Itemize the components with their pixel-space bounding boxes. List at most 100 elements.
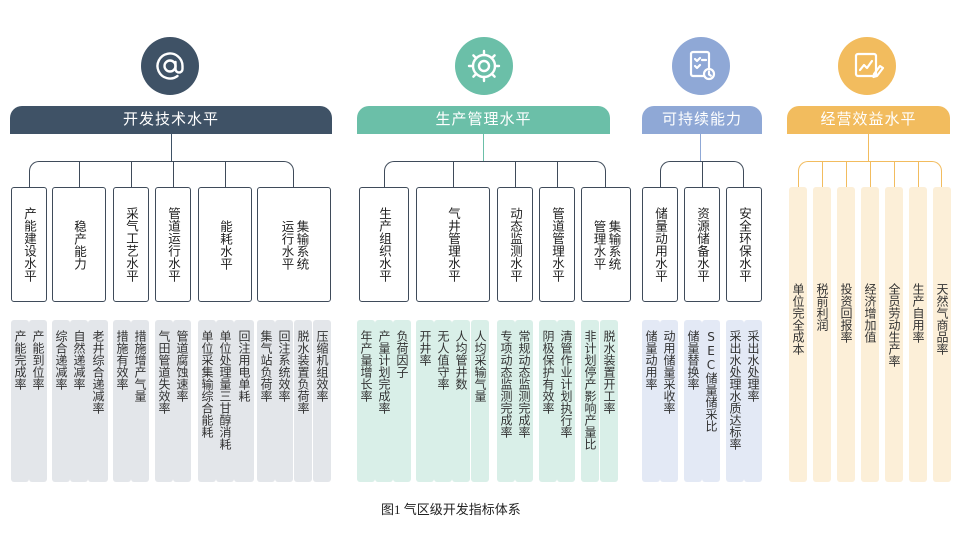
metric-strip: 投资回报率 xyxy=(837,187,855,482)
connector-drop xyxy=(225,162,226,187)
sub-label: 气井管理水平 xyxy=(446,207,461,282)
metric-label: 人均采输气量 xyxy=(473,330,487,402)
sub-box: 储量动用水平 xyxy=(642,187,678,302)
sub-label: 储量动用水平 xyxy=(653,207,668,282)
metric-strip: 管道腐蚀速率 xyxy=(173,320,191,482)
sub-label: 生产组织水平 xyxy=(377,207,392,282)
connector-branch-dev xyxy=(29,161,294,187)
metric-label: 非计划停产影响产量比 xyxy=(583,330,597,450)
sub-box: 管道管理水平 xyxy=(539,187,575,302)
connector-drop xyxy=(173,162,174,187)
metric-label: 无人值守率 xyxy=(436,330,450,390)
connector-branch-prod xyxy=(384,161,606,187)
connector-drop xyxy=(557,162,558,187)
sub-label: 管道管理水平 xyxy=(550,207,565,282)
metric-label: 人均管井数 xyxy=(454,330,468,390)
metric-strip: 压缩机组效率 xyxy=(313,320,331,482)
metric-strip: 经济增加值 xyxy=(861,187,879,482)
metric-strip: 单位采集输综合能耗 xyxy=(198,320,216,482)
sub-label: 资源储备水平 xyxy=(695,207,710,282)
metric-label: 脱水装置开工率 xyxy=(602,330,616,414)
metric-label: 负荷因子 xyxy=(395,330,409,378)
metric-strip: 非计划停产影响产量比 xyxy=(581,320,599,482)
metric-label: 专项动态监测完成率 xyxy=(499,330,513,438)
sub-label: 运行水平 xyxy=(279,219,295,270)
sub-box: 管理水平集输系统 xyxy=(581,187,631,302)
sub-label: 集输系统 xyxy=(294,219,310,270)
sub-label: 稳产能力 xyxy=(72,219,87,270)
metric-label: 老井综合递减率 xyxy=(91,330,105,414)
sub-box: 运行水平集输系统 xyxy=(257,187,331,302)
metric-label: 产量计划完成率 xyxy=(377,330,391,414)
sub-box: 气井管理水平 xyxy=(416,187,490,302)
metric-label: 经济增加值 xyxy=(863,283,877,343)
metric-strip: 阴极保护有效率 xyxy=(539,320,557,482)
connector-drop xyxy=(822,162,823,187)
connector-stem-prod xyxy=(483,134,484,162)
connector-branch-sus xyxy=(660,161,744,187)
metric-label: 措施有效率 xyxy=(115,330,129,390)
sub-label: 管理水平 xyxy=(591,219,607,270)
connector-stem-biz xyxy=(868,134,869,162)
sub-label: 管道运行水平 xyxy=(166,207,181,282)
figure-caption: 图1 气区级开发指标体系 xyxy=(381,502,521,517)
metric-label: 回注系统效率 xyxy=(277,330,291,402)
header-dev: 开发技术水平 xyxy=(10,106,332,134)
metric-strip: 回注用电单耗 xyxy=(234,320,254,482)
sub-box: 生产组织水平 xyxy=(359,187,409,302)
connector-drop xyxy=(131,162,132,187)
connector-drop xyxy=(870,162,871,187)
sub-label: 采气工艺水平 xyxy=(124,207,139,282)
metric-strip: 储量替换率 xyxy=(684,320,702,482)
metric-label: 常规动态监测完成率 xyxy=(517,330,531,438)
metric-strip: 气田管道失效率 xyxy=(155,320,173,482)
metric-label: 单位完全成本 xyxy=(791,283,805,355)
metric-strip: 储量动用率 xyxy=(642,320,660,482)
connector-drop xyxy=(515,162,516,187)
metric-label: 措施增产气量 xyxy=(133,330,147,402)
metric-label: 天然气商品率 xyxy=(935,283,949,355)
metric-strip: 老井综合递减率 xyxy=(88,320,108,482)
metric-strip: 措施有效率 xyxy=(113,320,131,482)
metric-label: 脱水装置负荷率 xyxy=(296,330,310,414)
metric-strip: 天然气商品率 xyxy=(933,187,951,482)
metric-strip: 清管作业计划执行率 xyxy=(557,320,575,482)
metric-label: 阴极保护有效率 xyxy=(541,330,555,414)
metric-label: 集气站负荷率 xyxy=(259,330,273,402)
metric-strip: 脱水装置负荷率 xyxy=(294,320,312,482)
metric-strip: 全员劳动生产率 xyxy=(885,187,903,482)
metric-label: 产能完成率 xyxy=(13,330,27,390)
connector-drop xyxy=(79,162,80,187)
metric-strip: 无人值守率 xyxy=(434,320,452,482)
metric-label: 回注用电单耗 xyxy=(237,330,251,402)
connector-drop xyxy=(702,162,703,187)
sub-box: 能耗水平 xyxy=(198,187,252,302)
sub-box: 资源储备水平 xyxy=(684,187,720,302)
connector-drop xyxy=(453,162,454,187)
header-sus: 可持续能力 xyxy=(642,106,762,134)
metric-strip: 采出水处理水质达标率 xyxy=(726,320,744,482)
sub-box: 稳产能力 xyxy=(52,187,106,302)
sub-box: 安全环保水平 xyxy=(726,187,762,302)
chart-edit-icon xyxy=(838,37,896,95)
metric-label: 全员劳动生产率 xyxy=(887,283,901,367)
metric-strip: 产量计划完成率 xyxy=(375,320,393,482)
header-biz: 经营效益水平 xyxy=(787,106,950,134)
metric-strip: 负荷因子 xyxy=(393,320,411,482)
metric-strip: 产能完成率 xyxy=(11,320,29,482)
metric-label: 单位处理量三甘醇消耗 xyxy=(218,330,232,450)
metric-label: 储量替换率 xyxy=(686,330,700,390)
sub-box: 采气工艺水平 xyxy=(113,187,149,302)
metric-strip: 税前利润 xyxy=(813,187,831,482)
at-sign-icon xyxy=(141,37,199,95)
connector-branch-biz xyxy=(798,161,942,187)
metric-label: SEC储量储采比 xyxy=(704,330,718,432)
metric-strip: SEC储量储采比 xyxy=(702,320,720,482)
metric-strip: 动用储量采收率 xyxy=(660,320,678,482)
metric-label: 生产自用率 xyxy=(911,283,925,343)
metric-strip: 开井率 xyxy=(416,320,434,482)
metric-strip: 回注系统效率 xyxy=(275,320,293,482)
metric-label: 年产量增长率 xyxy=(359,330,373,402)
metric-strip: 产能到位率 xyxy=(29,320,47,482)
